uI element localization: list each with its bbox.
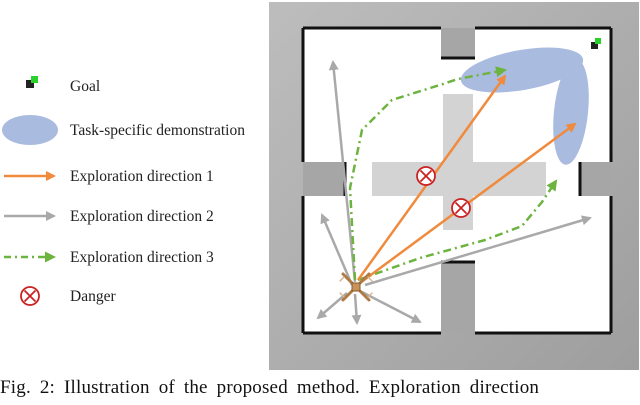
demonstration-ellipse-icon [2, 115, 58, 145]
danger-icon [20, 286, 40, 306]
maze-wall-edges [301, 26, 613, 335]
legend-item-danger: Danger [20, 286, 116, 306]
green-path-upper [348, 66, 507, 281]
gray-arrow-left [320, 213, 354, 286]
maze [269, 2, 639, 370]
gray-arrow-down-left [316, 292, 348, 320]
gray-arrow-down-right [361, 290, 422, 324]
legend: Goal Task-specific demonstration Explora… [2, 76, 245, 306]
legend-item-direction-1: Exploration direction 1 [4, 168, 214, 185]
legend-label-direction-2: Exploration direction 2 [70, 208, 214, 225]
legend-label-direction-3: Exploration direction 3 [70, 249, 214, 266]
gray-arrow-down [351, 293, 362, 325]
green-path-right [357, 179, 558, 282]
legend-label-goal: Goal [70, 78, 100, 95]
gray-arrow-up [328, 60, 357, 283]
legend-item-demonstration: Task-specific demonstration [2, 115, 245, 145]
legend-label-demonstration: Task-specific demonstration [70, 122, 245, 139]
demonstration-regions [460, 47, 589, 165]
gray-arrow-right [364, 215, 592, 287]
danger-marker-1 [416, 166, 436, 186]
goal-marker [591, 38, 601, 49]
legend-item-goal: Goal [26, 76, 100, 95]
legend-item-direction-2: Exploration direction 2 [4, 208, 214, 225]
exploration-direction-2-arrows [316, 60, 592, 325]
robot-icon [339, 272, 373, 302]
demonstration-ellipse-top [460, 47, 584, 93]
exploration-direction-3-paths [348, 66, 558, 282]
figure-caption: Fig. 2: Illustration of the proposed met… [0, 377, 540, 398]
legend-label-direction-1: Exploration direction 1 [70, 168, 214, 185]
danger-marker-2 [451, 198, 471, 218]
demonstration-ellipse-right [553, 59, 589, 165]
goal-icon [26, 76, 38, 88]
legend-label-danger: Danger [70, 288, 116, 305]
maze-wall-stubs [303, 28, 611, 333]
legend-item-direction-3: Exploration direction 3 [4, 249, 214, 266]
